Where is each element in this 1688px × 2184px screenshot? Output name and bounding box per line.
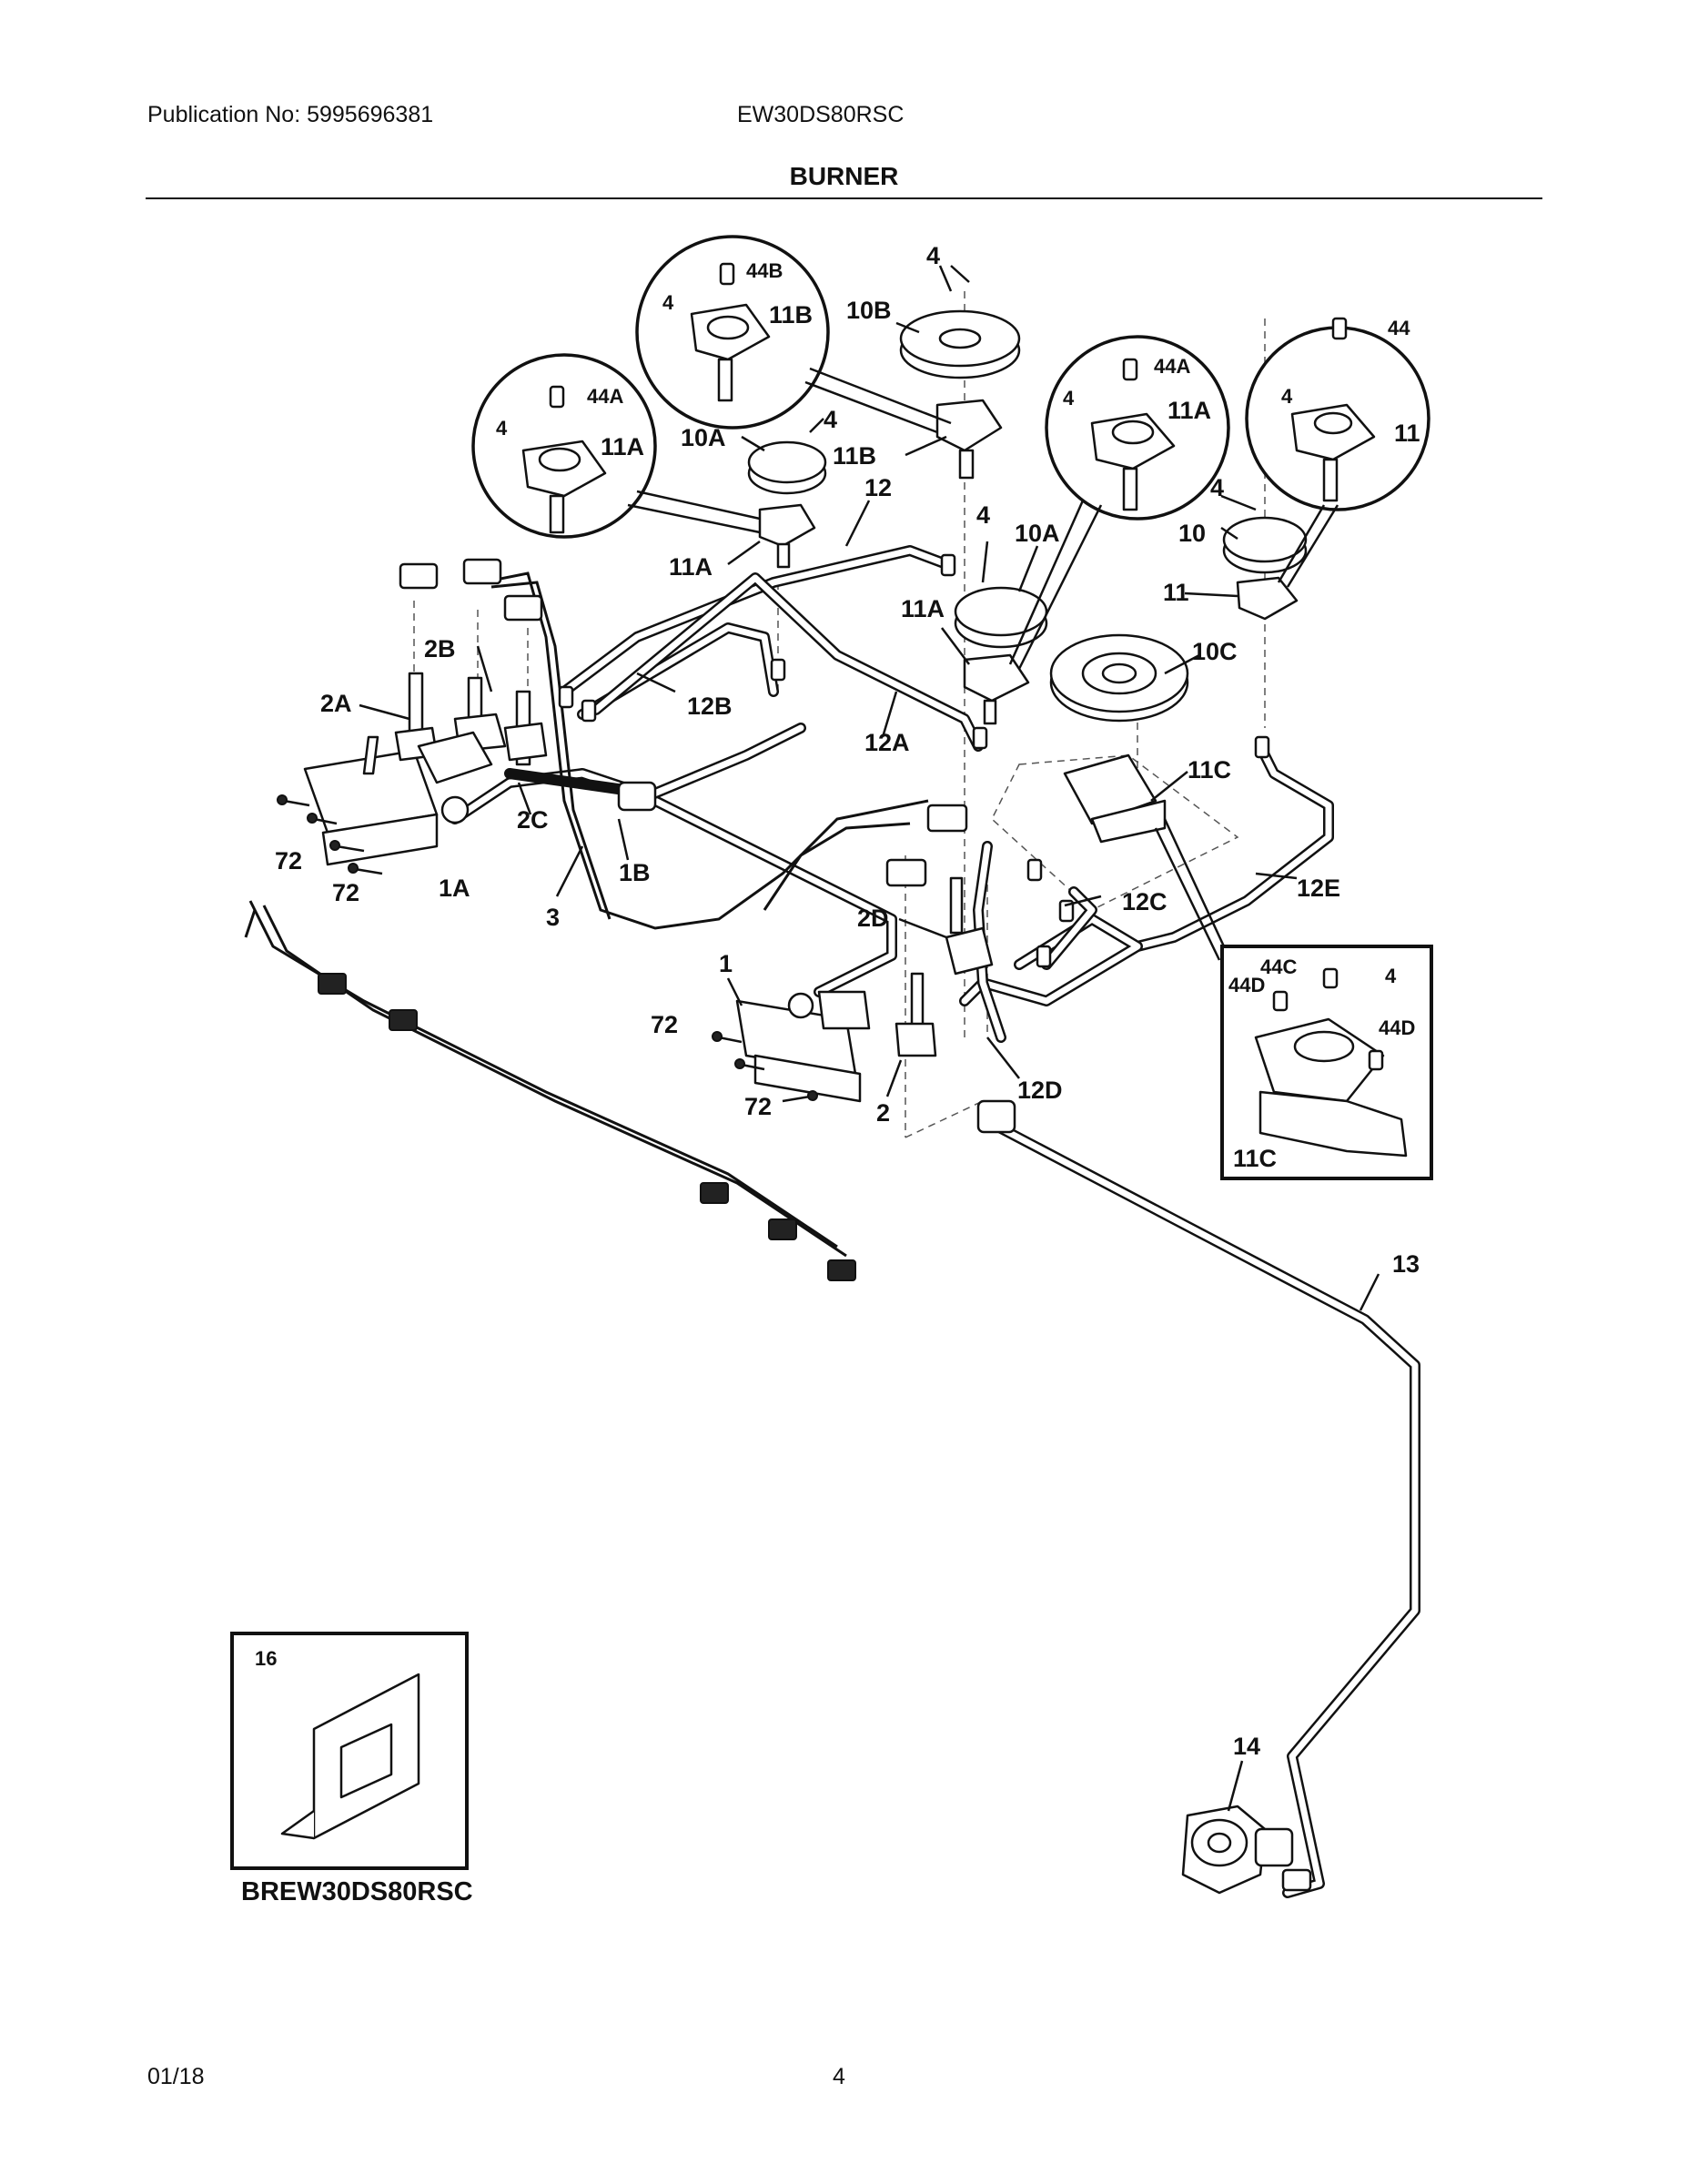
callout-72: 72 <box>275 847 302 875</box>
callout-12D: 12D <box>1017 1077 1063 1104</box>
callout-2B: 2B <box>424 635 456 662</box>
callout-44D: 44D <box>1228 974 1265 996</box>
callout-11A: 11A <box>601 433 644 460</box>
callout-1B: 1B <box>619 859 651 886</box>
variant-model-label: BREW30DS80RSC <box>241 1877 473 1906</box>
callout-12: 12 <box>864 474 892 501</box>
callout-4: 4 <box>976 501 990 529</box>
callout-4: 4 <box>1385 965 1397 987</box>
detail-circle-11A-right <box>1008 335 1230 670</box>
callout-11: 11 <box>1163 579 1189 606</box>
callout-10A: 10A <box>1015 520 1060 547</box>
orifices <box>558 553 1270 968</box>
harness-connectors <box>318 558 968 1281</box>
burner-parts <box>747 309 1308 844</box>
callout-12B: 12B <box>687 693 733 720</box>
callout-10A: 10A <box>681 424 726 451</box>
manifold-pipe <box>504 768 657 812</box>
valve-manifold-left <box>303 672 548 866</box>
callout-2D: 2D <box>857 905 889 932</box>
callout-12C: 12C <box>1122 888 1167 915</box>
callout-11A: 11A <box>1167 397 1211 424</box>
callout-4: 4 <box>496 417 508 440</box>
title-rule <box>146 197 1542 199</box>
callout-44C: 44C <box>1260 956 1297 978</box>
tube-fitting <box>976 1099 1016 1134</box>
callout-14: 14 <box>1233 1733 1260 1760</box>
callout-72: 72 <box>651 1011 678 1038</box>
inset-variant-box <box>230 1632 469 1870</box>
callout-12E: 12E <box>1297 875 1340 902</box>
callout-72: 72 <box>744 1093 772 1120</box>
publication-number: Publication No: 5995696381 <box>147 102 434 127</box>
callout-44A: 44A <box>1154 355 1190 378</box>
callout-leaders <box>359 265 1380 1812</box>
pressure-regulator <box>1181 1805 1312 1895</box>
callout-10B: 10B <box>846 297 892 324</box>
detail-circle-11A-left <box>471 353 761 539</box>
callout-1A: 1A <box>439 875 470 902</box>
callout-44A: 44A <box>587 385 623 408</box>
callout-11C: 11C <box>1233 1145 1277 1172</box>
callout-4: 4 <box>662 291 674 314</box>
callout-1: 1 <box>719 950 733 977</box>
callout-4: 4 <box>1210 474 1224 501</box>
detail-box-11C <box>1154 818 1433 1180</box>
footer-date: 01/18 <box>147 2064 205 2089</box>
callout-labels: 4 44B 4 11B 10B 44A 4 11A 4 10A 11B 12 1… <box>275 242 1420 1760</box>
callout-44: 44 <box>1388 317 1410 339</box>
detail-circle-11 <box>1245 317 1430 588</box>
callout-11C: 11C <box>1188 756 1231 784</box>
callout-12A: 12A <box>864 729 910 756</box>
callout-44B: 44B <box>746 259 783 282</box>
callout-13: 13 <box>1392 1250 1420 1278</box>
callout-11A: 11A <box>669 553 713 581</box>
ignition-wire-harness <box>244 571 929 1258</box>
callout-44D: 44D <box>1379 1016 1415 1039</box>
callout-10: 10 <box>1178 520 1206 547</box>
callout-11B: 11B <box>833 442 876 470</box>
callout-4: 4 <box>824 406 837 433</box>
page-title: BURNER <box>789 162 899 190</box>
model-number: EW30DS80RSC <box>737 102 905 127</box>
callout-4: 4 <box>926 242 940 269</box>
detail-circle-11B <box>635 235 952 434</box>
callout-72: 72 <box>332 879 359 906</box>
screws <box>277 794 818 1103</box>
callout-11B: 11B <box>769 301 813 329</box>
valve-manifold-center <box>735 876 994 1103</box>
footer-page-number: 4 <box>833 2064 845 2089</box>
callout-4: 4 <box>1281 385 1293 408</box>
callout-10C: 10C <box>1192 638 1238 665</box>
gas-tubing <box>450 545 1420 1898</box>
inset-part-number: 16 <box>255 1647 277 1670</box>
callout-2A: 2A <box>320 690 352 717</box>
callout-11A: 11A <box>901 595 945 622</box>
callout-4: 4 <box>1063 387 1075 410</box>
callout-3: 3 <box>546 904 560 931</box>
callout-2: 2 <box>876 1099 890 1127</box>
callout-11: 11 <box>1394 420 1420 447</box>
callout-2C: 2C <box>517 806 549 834</box>
